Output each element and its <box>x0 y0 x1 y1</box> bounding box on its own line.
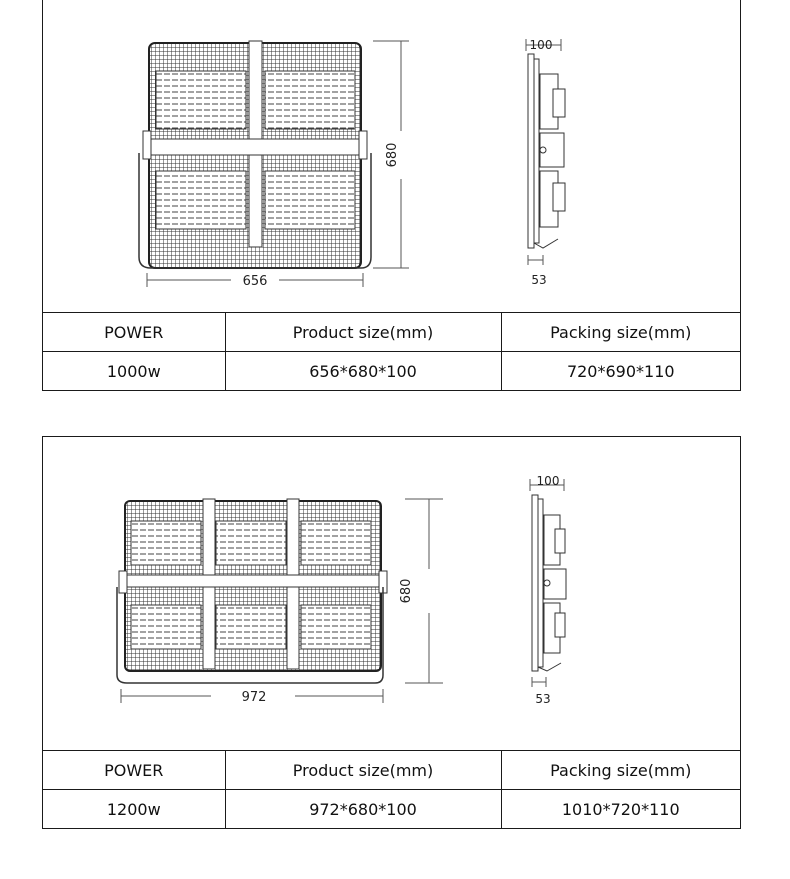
side-view-1000w: 100 53 <box>525 38 566 287</box>
table-row: 1200w 972*680*100 1010*720*110 <box>43 789 740 828</box>
cell-packing-size: 1010*720*110 <box>500 789 740 828</box>
spec-panel-1000w: 656 680 100 53 <box>42 0 741 391</box>
cell-power: 1200w <box>43 789 225 828</box>
height-label: 680 <box>385 143 400 168</box>
width-label: 656 <box>243 274 268 289</box>
cell-packing-size: 720*690*110 <box>500 351 740 390</box>
front-view-1200w <box>116 498 388 684</box>
height-dimension-1000w: 680 <box>373 40 409 269</box>
table-header-row: POWER Product size(mm) Packing size(mm) <box>43 312 740 352</box>
dimension-drawing-1000w: 656 680 100 53 <box>138 38 566 289</box>
depth-label: 100 <box>537 474 560 488</box>
header-power: POWER <box>43 312 225 352</box>
cell-product-size: 972*680*100 <box>224 789 501 828</box>
cell-power: 1000w <box>43 351 225 390</box>
header-packing-size: Packing size(mm) <box>500 750 740 790</box>
table-row: 1000w 656*680*100 720*690*110 <box>43 351 740 390</box>
spec-panel-1200w: 972 680 100 53 <box>42 436 741 829</box>
spec-table-1200w: POWER Product size(mm) Packing size(mm) … <box>43 750 740 828</box>
front-view-1000w <box>138 40 372 269</box>
dimension-drawing-1200w: 972 680 100 53 <box>116 474 567 706</box>
height-dimension-1200w: 680 <box>399 498 443 684</box>
width-dimension-1200w: 972 <box>120 689 384 705</box>
header-power: POWER <box>43 750 225 790</box>
width-label: 972 <box>242 690 267 705</box>
table-header-row: POWER Product size(mm) Packing size(mm) <box>43 750 740 790</box>
cell-product-size: 656*680*100 <box>224 351 501 390</box>
header-packing-size: Packing size(mm) <box>500 312 740 352</box>
bracket-label: 53 <box>531 273 546 287</box>
depth-label: 100 <box>530 38 553 52</box>
bracket-label: 53 <box>535 692 550 706</box>
header-product-size: Product size(mm) <box>224 312 501 352</box>
header-product-size: Product size(mm) <box>224 750 501 790</box>
spec-table-1000w: POWER Product size(mm) Packing size(mm) … <box>43 312 740 390</box>
width-dimension-1000w: 656 <box>146 273 364 289</box>
height-label: 680 <box>399 579 414 604</box>
side-view-1200w: 100 53 <box>529 474 567 706</box>
